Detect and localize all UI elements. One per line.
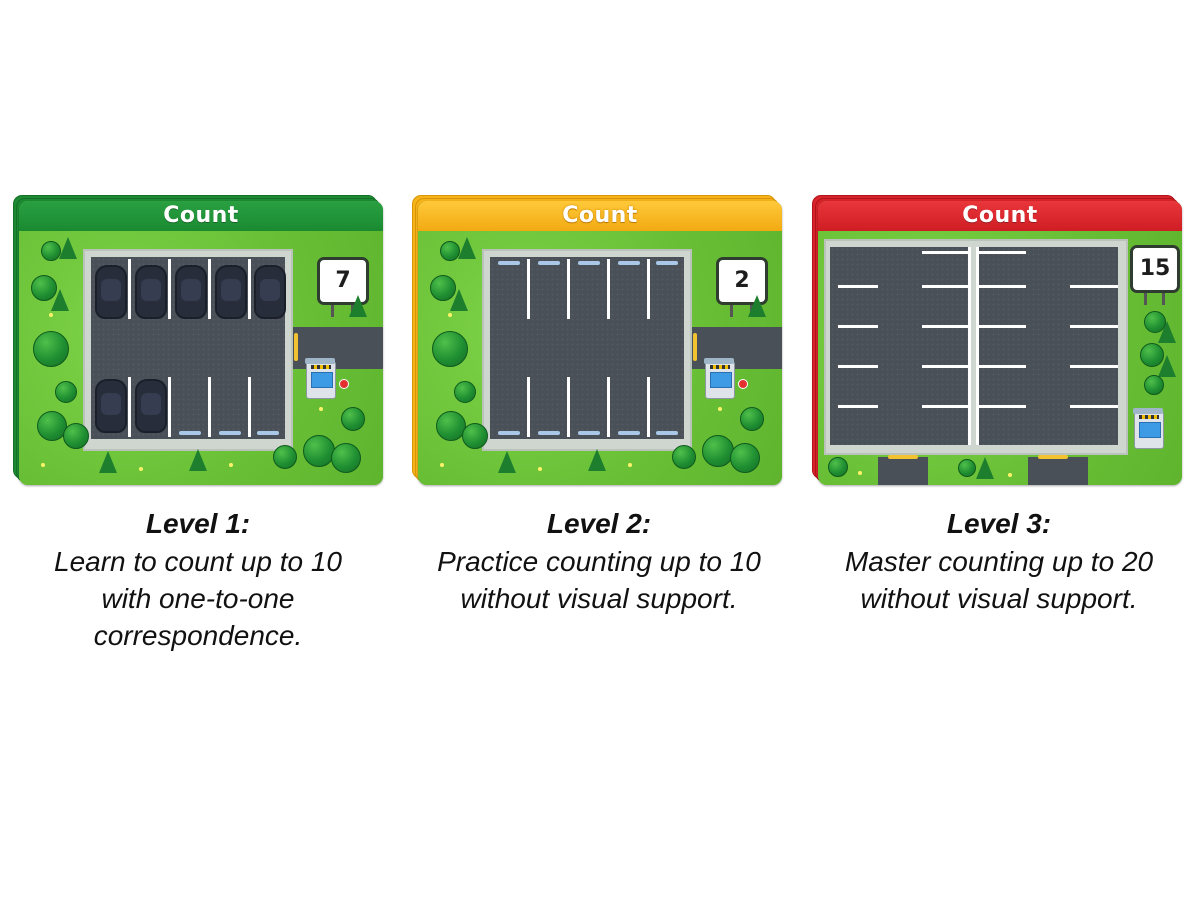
- tree: [63, 423, 89, 449]
- lot-asphalt: [976, 247, 1118, 445]
- level-title: Level 3:: [946, 508, 1052, 539]
- parked-car: [95, 379, 127, 433]
- pine-tree: [588, 449, 606, 471]
- tree: [37, 411, 67, 441]
- level-2-card: Count: [412, 195, 782, 485]
- tree: [303, 435, 335, 467]
- level-title: Level 2:: [546, 508, 652, 539]
- tree: [55, 381, 77, 403]
- level-description: Master counting up to 20 without visual …: [844, 546, 1154, 614]
- pine-tree: [458, 237, 476, 259]
- exit-gate: [888, 455, 918, 459]
- grass-area: 2: [418, 231, 782, 485]
- pine-tree: [748, 295, 766, 317]
- pine-tree: [51, 289, 69, 311]
- barrier-knob: [738, 379, 748, 389]
- exit-gate: [1038, 455, 1068, 459]
- lot-asphalt: [91, 257, 286, 439]
- card-header: Count: [818, 201, 1182, 231]
- level-3-card: Count: [812, 195, 1182, 485]
- count-card-level-2: Count: [418, 201, 782, 485]
- pine-tree: [59, 237, 77, 259]
- card-header: Count: [418, 201, 782, 231]
- grass-area: 15: [818, 231, 1182, 485]
- tree: [440, 241, 460, 261]
- level-3-caption: Level 3: Master counting up to 20 withou…: [804, 505, 1194, 617]
- tree: [331, 443, 361, 473]
- pine-tree: [349, 295, 367, 317]
- level-1-card: Count: [13, 195, 383, 485]
- parked-car: [254, 265, 286, 319]
- pine-tree: [498, 451, 516, 473]
- exit-road: [1028, 457, 1088, 485]
- lot-asphalt: [830, 247, 971, 445]
- exit-road: [878, 457, 928, 485]
- level-description: Learn to count up to 10 with one-to-one …: [54, 546, 342, 651]
- card-header: Count: [19, 201, 383, 231]
- pine-tree: [99, 451, 117, 473]
- tree: [462, 423, 488, 449]
- pine-tree: [976, 457, 994, 479]
- parked-car: [215, 265, 247, 319]
- level-1-caption: Level 1: Learn to count up to 10 with on…: [3, 505, 393, 654]
- tree: [740, 407, 764, 431]
- barrier-knob: [339, 379, 349, 389]
- parked-car: [95, 265, 127, 319]
- tree: [730, 443, 760, 473]
- tree: [41, 241, 61, 261]
- parked-car: [135, 379, 167, 433]
- pine-tree: [1158, 355, 1176, 377]
- lot-asphalt: [490, 257, 684, 439]
- pine-tree: [189, 449, 207, 471]
- parked-car: [175, 265, 207, 319]
- level-description: Practice counting up to 10 without visua…: [437, 546, 761, 614]
- tree: [454, 381, 476, 403]
- tree: [672, 445, 696, 469]
- level-title: Level 1:: [145, 508, 251, 539]
- entry-gate: [693, 333, 697, 361]
- level-2-caption: Level 2: Practice counting up to 10 with…: [404, 505, 794, 617]
- tree: [958, 459, 976, 477]
- grass-area: 7: [19, 231, 383, 485]
- tree: [702, 435, 734, 467]
- tree: [273, 445, 297, 469]
- tree: [341, 407, 365, 431]
- count-card-level-3: Count: [818, 201, 1182, 485]
- tree: [828, 457, 848, 477]
- tree: [1144, 375, 1164, 395]
- count-number-sign: 15: [1130, 245, 1180, 293]
- entry-gate: [294, 333, 298, 361]
- pine-tree: [1158, 321, 1176, 343]
- tree: [33, 331, 69, 367]
- parked-car: [135, 265, 167, 319]
- count-card-level-1: Count: [19, 201, 383, 485]
- parking-booth: [704, 358, 735, 399]
- tree: [432, 331, 468, 367]
- pine-tree: [450, 289, 468, 311]
- parking-booth: [305, 358, 336, 399]
- parking-booth: [1133, 408, 1164, 449]
